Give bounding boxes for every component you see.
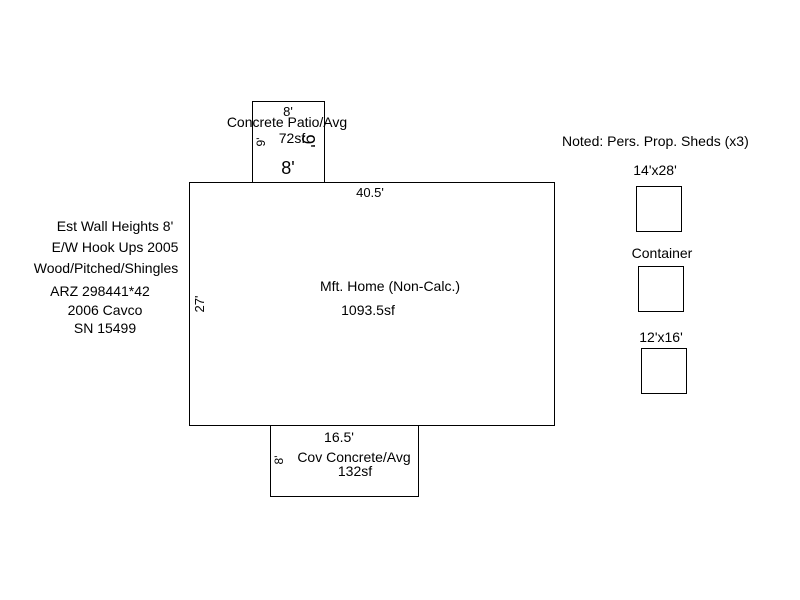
home-area: 1093.5sf bbox=[341, 302, 395, 318]
patio-left-dimension: 9' bbox=[254, 137, 268, 147]
shed-3-outline bbox=[641, 348, 687, 394]
covered-area: 132sf bbox=[337, 463, 373, 479]
note-hook-ups: E/W Hook Ups 2005 bbox=[51, 239, 179, 255]
home-label: Mft. Home (Non-Calc.) bbox=[319, 278, 461, 294]
note-roof: Wood/Pitched/Shingles bbox=[33, 260, 179, 276]
note-serial: SN 15499 bbox=[73, 320, 137, 336]
note-arz: ARZ 298441*42 bbox=[50, 283, 150, 299]
shed-3-label: 12'x16' bbox=[639, 329, 683, 345]
patio-label: Concrete Patio/Avg bbox=[226, 114, 348, 130]
patio-outline bbox=[252, 101, 325, 183]
sheds-title: Noted: Pers. Prop. Sheds (x3) bbox=[562, 133, 749, 149]
covered-label: Cov Concrete/Avg bbox=[297, 449, 411, 465]
shed-1-label: 14'x28' bbox=[633, 162, 677, 178]
patio-bottom-dimension: 8' bbox=[281, 158, 295, 178]
patio-right-dimension: 9' bbox=[298, 134, 318, 148]
patio-area: 72sf bbox=[278, 130, 306, 146]
shed-1-outline bbox=[636, 186, 682, 232]
covered-top-dimension: 16.5' bbox=[324, 429, 354, 445]
shed-2-outline bbox=[638, 266, 684, 312]
note-year-make: 2006 Cavco bbox=[67, 302, 143, 318]
shed-2-label: Container bbox=[631, 245, 693, 261]
home-height-dimension: 27' bbox=[192, 295, 207, 313]
note-wall-heights: Est Wall Heights 8' bbox=[56, 218, 174, 234]
covered-outline bbox=[270, 425, 419, 497]
patio-top-dimension: 8' bbox=[283, 104, 293, 119]
home-width-dimension: 40.5' bbox=[356, 185, 384, 200]
